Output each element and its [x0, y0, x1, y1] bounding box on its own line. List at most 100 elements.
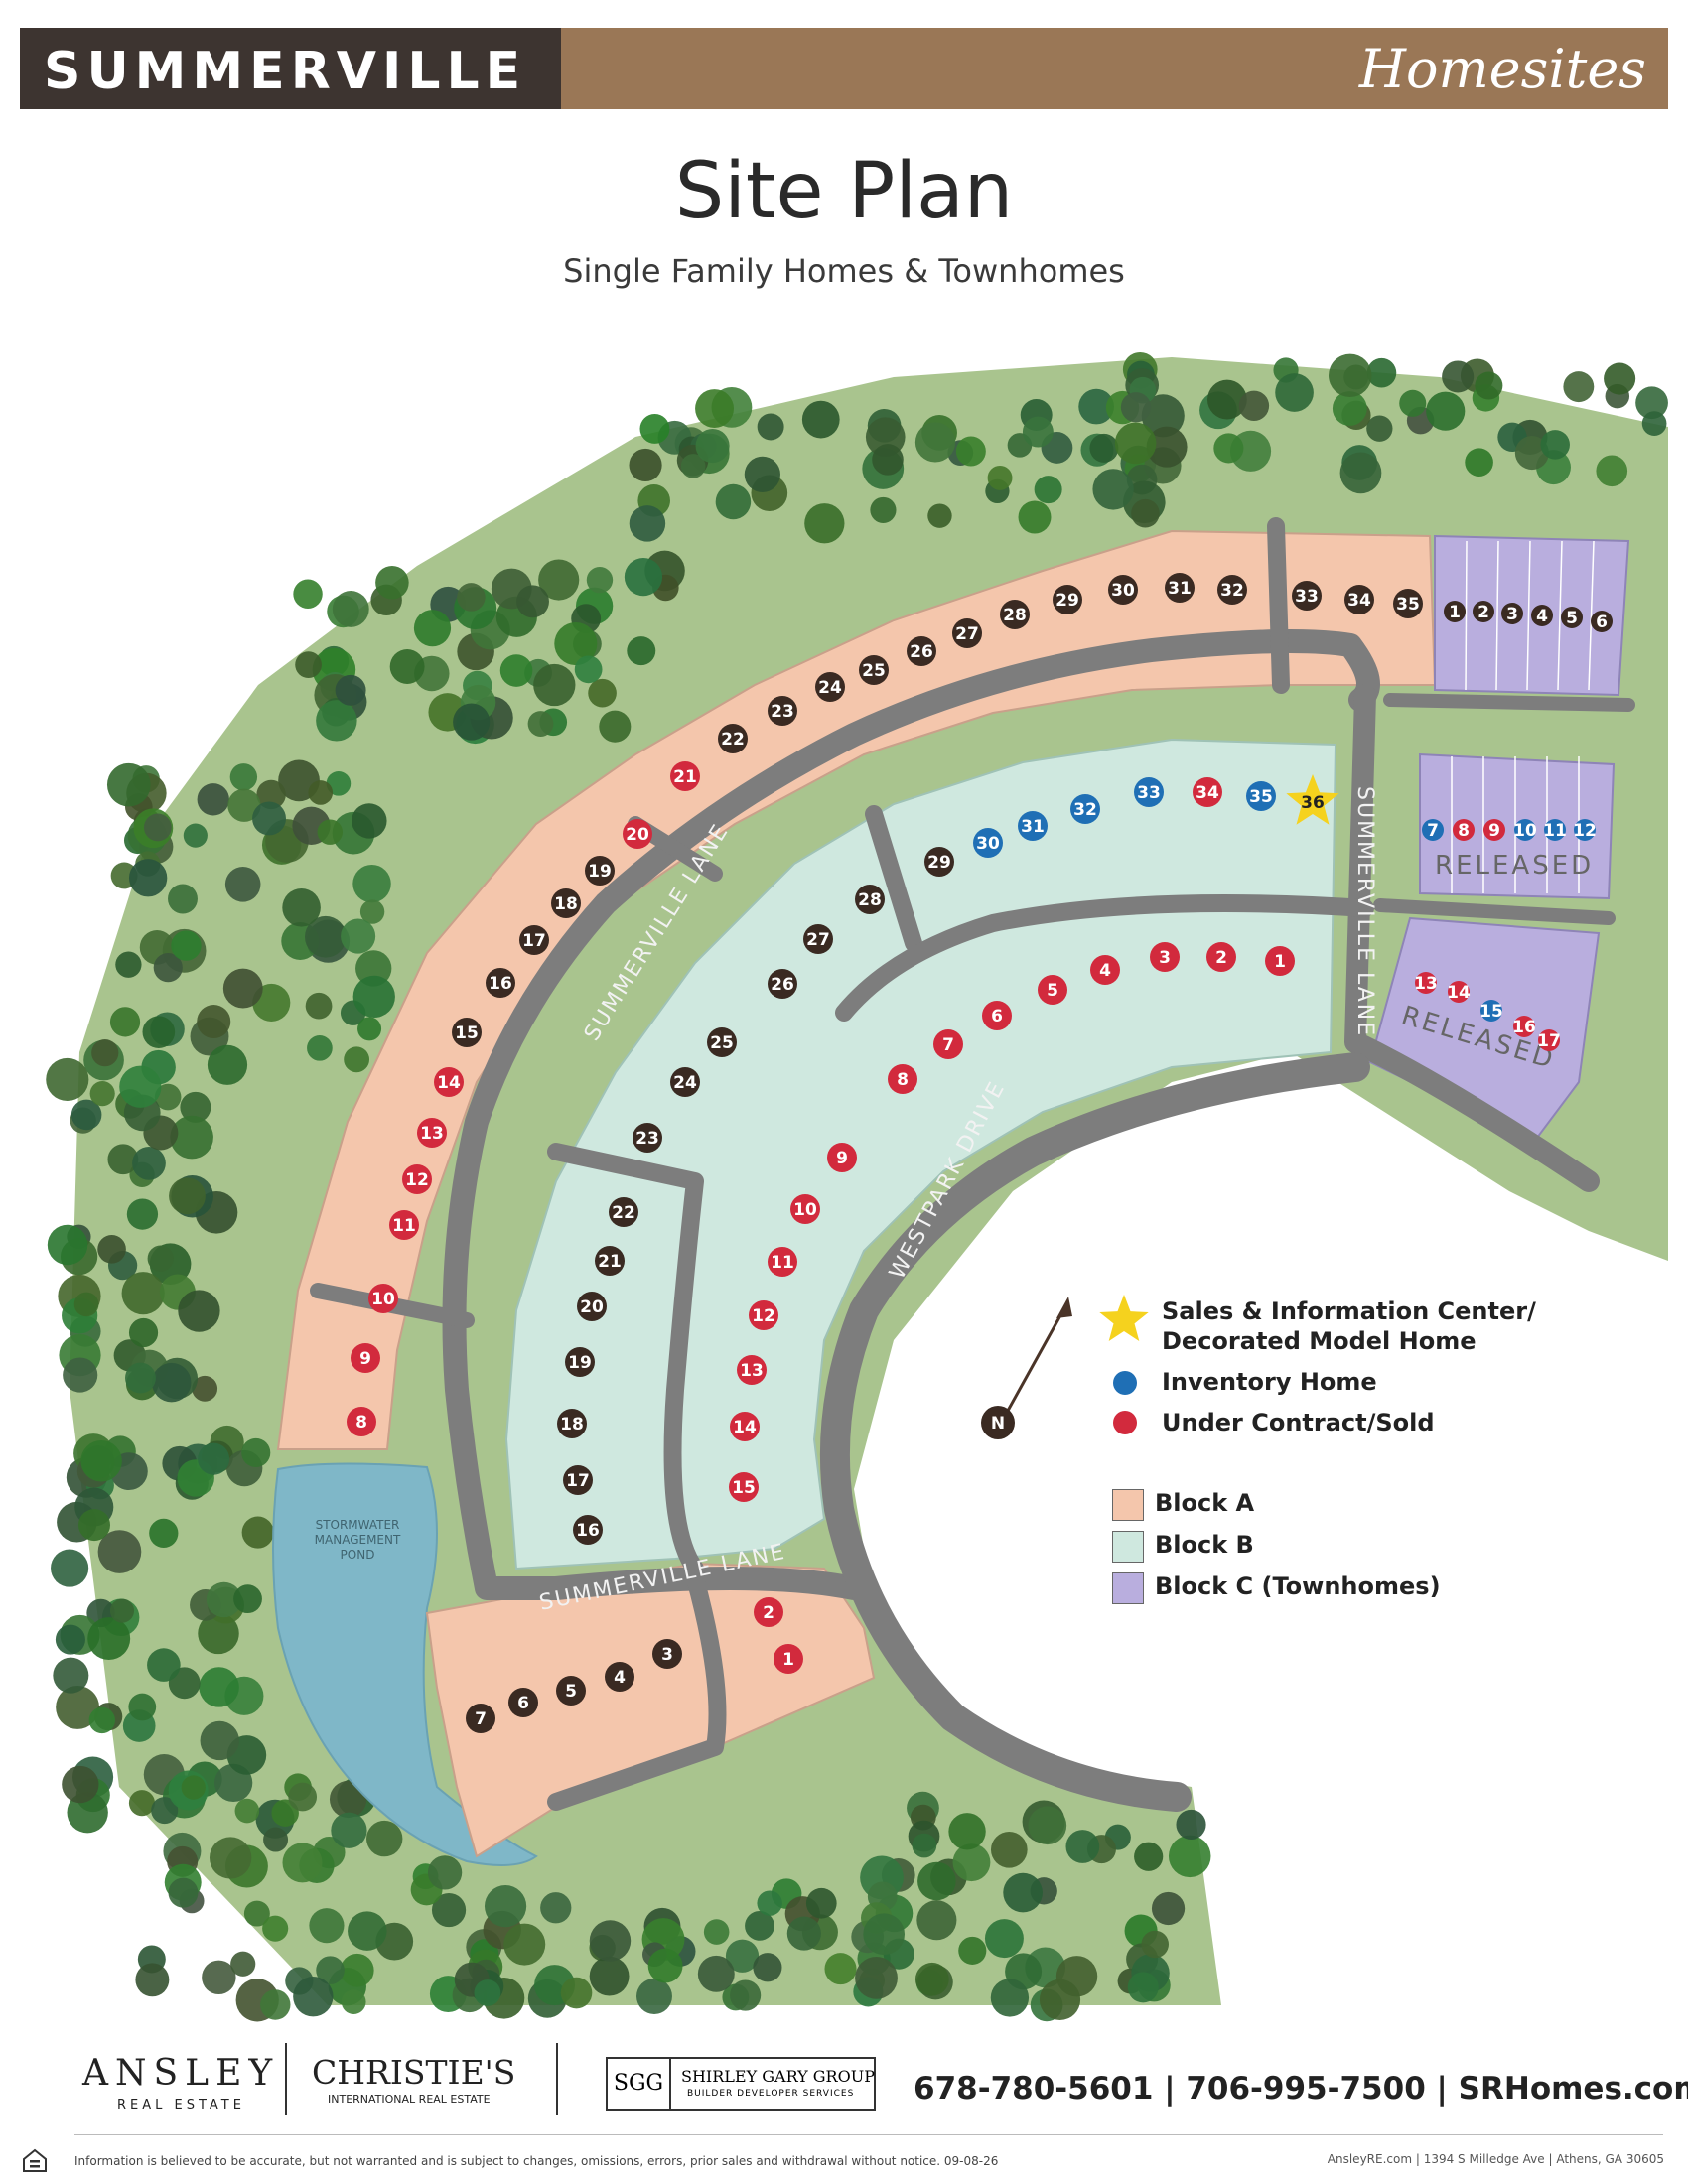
- lot-marker-a-33[interactable]: 33: [1292, 581, 1322, 611]
- lot-marker-b-18[interactable]: 18: [557, 1409, 587, 1438]
- lot-marker-a-16[interactable]: 16: [486, 968, 515, 998]
- lot-marker-a-3[interactable]: 3: [652, 1639, 682, 1669]
- lot-marker-a-21[interactable]: 21: [670, 761, 700, 791]
- lot-marker-a-15[interactable]: 15: [452, 1018, 482, 1047]
- lot-marker-b-1[interactable]: 1: [1265, 946, 1295, 976]
- lot-marker-b-32[interactable]: 32: [1070, 794, 1100, 824]
- lot-marker-b-8[interactable]: 8: [888, 1064, 917, 1094]
- lot-marker-b-29[interactable]: 29: [924, 847, 954, 877]
- lot-marker-a-22[interactable]: 22: [718, 724, 748, 753]
- lot-dot: [1448, 981, 1470, 1003]
- lot-marker-b-34[interactable]: 34: [1193, 777, 1222, 807]
- lot-marker-a-7[interactable]: 7: [466, 1704, 495, 1733]
- lot-marker-a-10[interactable]: 10: [368, 1284, 398, 1313]
- lot-marker-a-2[interactable]: 2: [754, 1597, 783, 1627]
- lot-marker-a-14[interactable]: 14: [434, 1067, 464, 1097]
- lot-marker-b-35[interactable]: 35: [1246, 781, 1276, 811]
- lot-marker-a-31[interactable]: 31: [1165, 573, 1195, 603]
- lot-marker-b-17[interactable]: 17: [563, 1465, 593, 1495]
- lot-marker-a-17[interactable]: 17: [519, 925, 549, 955]
- tree: [757, 413, 784, 441]
- lot-marker-a-20[interactable]: 20: [623, 819, 652, 849]
- lot-marker-a-5[interactable]: 5: [556, 1676, 586, 1706]
- lot-marker-a-27[interactable]: 27: [952, 618, 982, 648]
- lot-marker-b-30[interactable]: 30: [973, 828, 1003, 858]
- lot-marker-c-15[interactable]: 15: [1479, 1000, 1503, 1022]
- lot-marker-a-6[interactable]: 6: [508, 1688, 538, 1717]
- lot-marker-c-13[interactable]: 13: [1414, 972, 1438, 994]
- lot-marker-b-15[interactable]: 15: [729, 1472, 759, 1502]
- lot-number: 6: [991, 1007, 1003, 1026]
- lot-marker-b-7[interactable]: 7: [933, 1029, 963, 1059]
- lot-marker-b-23[interactable]: 23: [633, 1123, 662, 1153]
- lot-marker-c-10[interactable]: 10: [1513, 819, 1537, 841]
- lot-marker-a-13[interactable]: 13: [417, 1118, 447, 1148]
- lot-marker-b-26[interactable]: 26: [768, 969, 797, 999]
- lot-dot: [1444, 601, 1466, 622]
- lot-marker-a-25[interactable]: 25: [859, 655, 889, 685]
- released-label-middle: RELEASED: [1435, 851, 1594, 881]
- lot-marker-c-5[interactable]: 5: [1561, 607, 1583, 628]
- lot-marker-a-18[interactable]: 18: [551, 888, 581, 918]
- lot-marker-a-32[interactable]: 32: [1217, 575, 1247, 605]
- lot-marker-b-12[interactable]: 12: [749, 1300, 778, 1330]
- lot-marker-b-14[interactable]: 14: [730, 1412, 760, 1441]
- lot-marker-c-12[interactable]: 12: [1573, 819, 1597, 841]
- lot-marker-b-3[interactable]: 3: [1150, 942, 1180, 972]
- lot-marker-c-2[interactable]: 2: [1473, 601, 1494, 622]
- lot-marker-b-27[interactable]: 27: [803, 924, 833, 954]
- lot-marker-b-9[interactable]: 9: [827, 1143, 857, 1172]
- lot-marker-c-16[interactable]: 16: [1512, 1016, 1536, 1037]
- tree: [872, 444, 904, 476]
- lot-marker-c-4[interactable]: 4: [1531, 605, 1553, 626]
- lot-marker-b-16[interactable]: 16: [573, 1515, 603, 1545]
- legend-sales-line2: Decorated Model Home: [1162, 1327, 1477, 1355]
- lot-marker-b-2[interactable]: 2: [1206, 942, 1236, 972]
- lot-marker-b-25[interactable]: 25: [707, 1027, 737, 1057]
- lot-marker-a-8[interactable]: 8: [347, 1407, 376, 1436]
- contact-line[interactable]: 678-780-5601 | 706-995-7500 | SRHomes.co…: [914, 2071, 1688, 2107]
- lot-marker-a-29[interactable]: 29: [1053, 585, 1082, 614]
- lot-marker-a-24[interactable]: 24: [815, 672, 845, 702]
- lot-marker-b-11[interactable]: 11: [768, 1247, 797, 1277]
- lot-marker-a-19[interactable]: 19: [585, 856, 615, 886]
- lot-marker-b-20[interactable]: 20: [577, 1292, 607, 1321]
- lot-marker-b-6[interactable]: 6: [982, 1001, 1012, 1030]
- lot-marker-b-31[interactable]: 31: [1018, 811, 1048, 841]
- lot-marker-a-34[interactable]: 34: [1344, 585, 1374, 614]
- lot-marker-c-6[interactable]: 6: [1591, 611, 1613, 632]
- lot-marker-a-30[interactable]: 30: [1108, 575, 1138, 605]
- tree-cover: [46, 351, 1668, 2022]
- lot-marker-a-4[interactable]: 4: [605, 1662, 634, 1692]
- lot-marker-b-13[interactable]: 13: [737, 1355, 767, 1385]
- lot-marker-b-33[interactable]: 33: [1134, 777, 1164, 807]
- lot-marker-c-11[interactable]: 11: [1543, 819, 1567, 841]
- lot-marker-c-7[interactable]: 7: [1422, 819, 1444, 841]
- lot-marker-c-8[interactable]: 8: [1453, 819, 1475, 841]
- lot-marker-b-10[interactable]: 10: [790, 1194, 820, 1224]
- lot-marker-b-19[interactable]: 19: [565, 1347, 595, 1377]
- lot-marker-a-35[interactable]: 35: [1393, 589, 1423, 618]
- lot-marker-a-12[interactable]: 12: [402, 1164, 432, 1194]
- lot-marker-c-14[interactable]: 14: [1447, 981, 1471, 1003]
- lot-marker-c-17[interactable]: 17: [1537, 1029, 1561, 1051]
- lot-marker-c-1[interactable]: 1: [1444, 601, 1466, 622]
- lot-marker-a-9[interactable]: 9: [351, 1343, 380, 1373]
- lot-marker-b-4[interactable]: 4: [1090, 955, 1120, 985]
- lot-marker-b-21[interactable]: 21: [595, 1246, 625, 1276]
- lot-marker-a-1[interactable]: 1: [774, 1644, 803, 1674]
- lot-marker-b-36[interactable]: 36: [1286, 774, 1339, 825]
- lot-marker-b-24[interactable]: 24: [670, 1067, 700, 1097]
- lot-marker-b-5[interactable]: 5: [1038, 975, 1067, 1005]
- lot-marker-a-28[interactable]: 28: [1000, 600, 1030, 629]
- lot-marker-a-26[interactable]: 26: [907, 636, 936, 666]
- lot-marker-b-28[interactable]: 28: [855, 885, 885, 914]
- lot-marker-b-22[interactable]: 22: [609, 1197, 638, 1227]
- lot-marker-a-23[interactable]: 23: [768, 696, 797, 726]
- lot-marker-c-3[interactable]: 3: [1501, 603, 1523, 624]
- lot-marker-c-9[interactable]: 9: [1483, 819, 1505, 841]
- lot-marker-a-11[interactable]: 11: [389, 1210, 419, 1240]
- tree: [180, 1091, 211, 1123]
- sold-dot-icon: [1113, 1411, 1137, 1434]
